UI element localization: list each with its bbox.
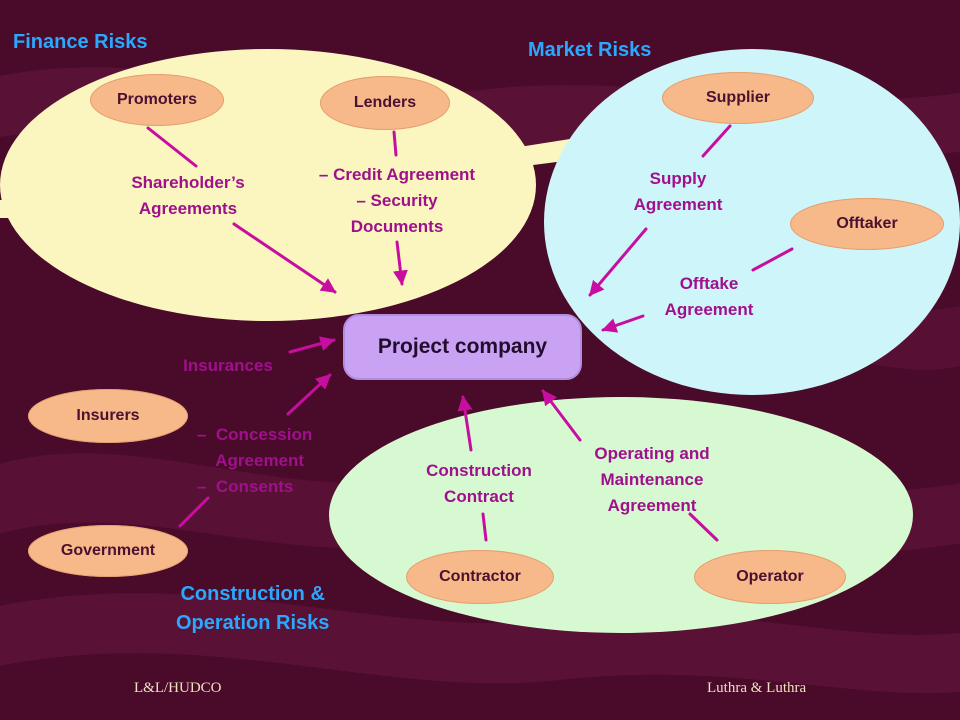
supplier-node: Supplier <box>662 72 814 124</box>
market-risks-title: Market Risks <box>528 39 652 61</box>
lenders-node: Lenders <box>320 76 450 130</box>
operator-node: Operator <box>694 550 846 604</box>
shareholders-arrow <box>232 222 337 294</box>
market-risk-ellipse <box>544 49 960 395</box>
insurances-arrow <box>288 336 336 354</box>
construction-contract-label: Construction Contract <box>426 461 532 506</box>
construction-operation-risks-title: Construction & Operation Risks <box>176 583 330 634</box>
concession-arrow <box>286 373 332 416</box>
lenders-connector <box>392 130 398 157</box>
footer-left: L&L/HUDCO <box>134 680 222 696</box>
credit-security-label: – Credit Agreement – Security Documents <box>318 165 476 236</box>
supply-agreement-label: Supply Agreement <box>633 169 723 214</box>
contractor-node: Contractor <box>406 550 554 604</box>
offtake-agreement-label: Offtake Agreement <box>664 274 754 319</box>
offtake-arrow <box>601 314 645 333</box>
credit-arrow <box>392 240 408 286</box>
operating-maintenance-label: Operating and Maintenance Agreement <box>594 444 710 515</box>
contractor-connector <box>481 512 488 542</box>
supplier-connector <box>701 124 732 158</box>
construction-arrow <box>457 395 473 452</box>
footer-right: Luthra & Luthra <box>707 680 807 696</box>
project-company-node: Project company <box>343 314 582 380</box>
om-arrow <box>541 389 582 442</box>
finance-risks-title: Finance Risks <box>13 31 148 53</box>
insurers-node: Insurers <box>28 389 188 443</box>
promoters-node: Promoters <box>90 74 224 126</box>
promoters-connector <box>146 126 198 168</box>
government-connector <box>178 496 210 528</box>
insurances-label: Insurances <box>183 356 273 375</box>
operator-connector <box>688 512 719 542</box>
supply-arrow <box>588 227 648 297</box>
offtaker-node: Offtaker <box>790 198 944 250</box>
shareholders-agreements-label: Shareholder’s Agreements <box>131 173 245 218</box>
government-node: Government <box>28 525 188 577</box>
concession-consents-label: – Concession Agreement – Consents <box>197 425 313 496</box>
offtaker-connector <box>751 247 794 272</box>
